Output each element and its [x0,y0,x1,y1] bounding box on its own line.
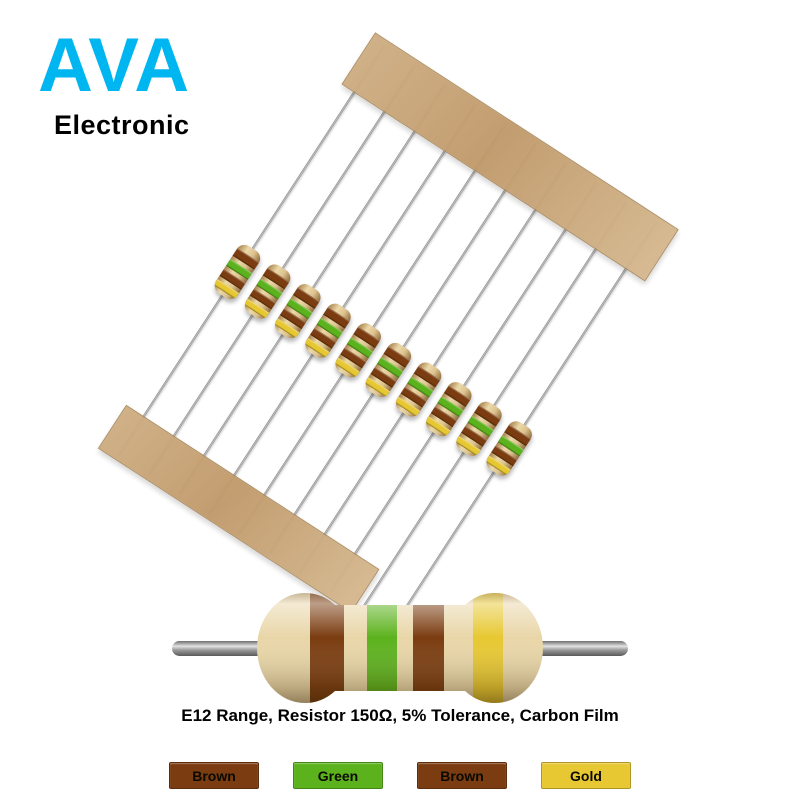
resistor-lead-wire [117,44,386,456]
diagram-body-shading [257,593,543,703]
resistor-tape-assembly [97,32,679,647]
brand-logo: AVA Electronic [38,26,190,141]
brand-name: AVA [38,23,191,108]
legend-swatch-gold: Gold [541,762,631,789]
legend-swatch-brown-2: Brown [417,762,507,789]
diagram-lead-left [172,641,274,656]
brand-subtitle: Electronic [54,109,190,140]
tape-strip-top [341,32,679,282]
tape-strip-bottom [97,404,380,613]
resistor-color-code-diagram [170,583,630,713]
legend-swatch-green: Green [293,762,383,789]
legend-swatch-brown-1: Brown [169,762,259,789]
color-legend: Brown Green Brown Gold [0,762,800,789]
resistor-lead-wire [148,64,416,475]
diagram-lead-right [526,641,628,656]
resistor-diagram-graphic [172,593,628,703]
product-caption: E12 Range, Resistor 150Ω, 5% Tolerance, … [181,706,619,725]
